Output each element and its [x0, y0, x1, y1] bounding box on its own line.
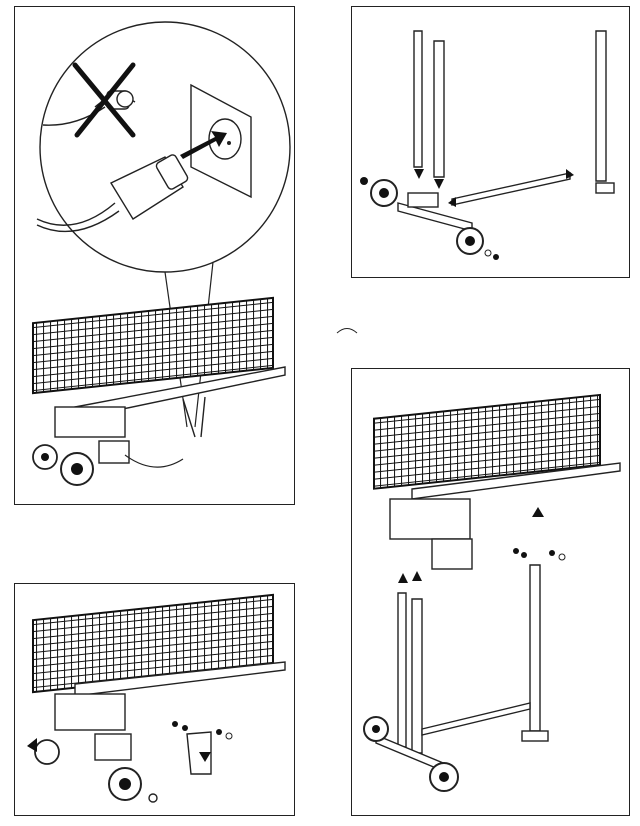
pull-arrow-icon — [180, 131, 227, 159]
stand-parts-exploded-icon — [360, 30, 615, 260]
panel-unplug — [14, 6, 295, 505]
panel-stand-mount — [351, 368, 630, 816]
arc-mark — [336, 328, 358, 334]
plug-icon — [36, 154, 189, 233]
panel-wheel-mount — [14, 583, 295, 816]
stand-mount-icon — [363, 393, 621, 792]
wheel-arrow-icon — [27, 738, 37, 752]
unplug-before-assembly-icon — [32, 21, 291, 486]
panel-stand-parts — [351, 6, 630, 278]
log-splitter-icon — [32, 296, 286, 486]
crossed-plug-icon — [42, 62, 136, 138]
wheel-mount-icon — [27, 593, 286, 803]
